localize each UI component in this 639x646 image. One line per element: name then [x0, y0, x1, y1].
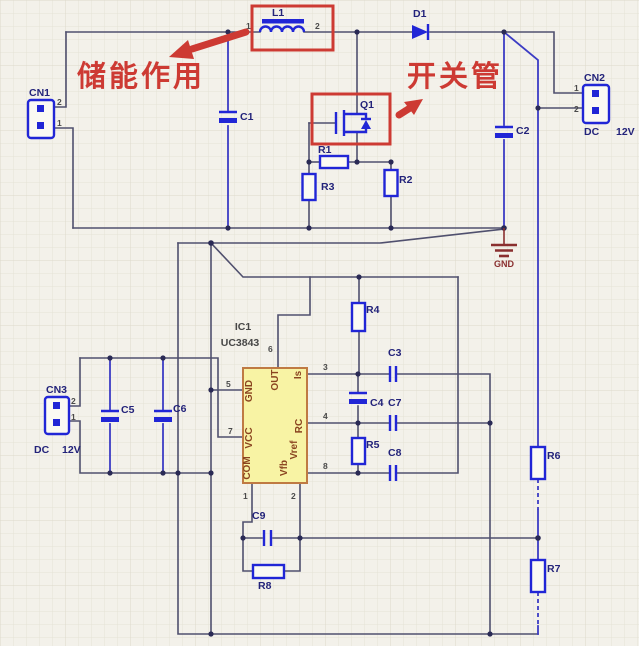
capacitor-C4-ref: C4 — [370, 397, 384, 409]
annotation-energy-storage: 储能作用 — [77, 59, 205, 93]
capacitor-C3-ref: C3 — [388, 347, 402, 359]
ic-pin-7: 7 — [228, 426, 233, 436]
resistor-R2: R2 — [383, 168, 413, 198]
connector-CN1-pin1: 1 — [57, 118, 62, 128]
ic-pin-out-label: OUT — [270, 369, 281, 390]
red-box-Q1 — [310, 92, 392, 146]
resistor-R1-ref: R1 — [318, 144, 332, 156]
connector-CN1: CN1 2 1 — [26, 87, 62, 140]
diode-D1: D1 — [412, 8, 430, 40]
connector-CN3-pin1: 1 — [71, 412, 76, 422]
ic-pin-vfb-label: Vfb — [279, 460, 290, 476]
mosfet-Q1: Q1 — [334, 99, 374, 136]
connector-CN3-pin2: 2 — [71, 396, 76, 406]
ic-uc3843: IC1 UC3843 GND VCC COM OUT Is RC Vref Vf… — [221, 321, 328, 501]
ic-pin-4: 4 — [323, 411, 328, 421]
inductor-L1: L1 1 2 — [246, 7, 320, 33]
capacitor-C6: C6 — [154, 403, 187, 422]
ic-pin-is-label: Is — [293, 370, 304, 379]
ic-part: UC3843 — [221, 337, 260, 349]
red-box-L1 — [250, 4, 335, 52]
ic-pin-vcc-label: VCC — [244, 427, 255, 448]
inductor-L1-pin2: 2 — [315, 21, 320, 31]
blue-wires — [109, 30, 539, 635]
gnd-label: GND — [494, 259, 515, 269]
resistor-R8-ref: R8 — [258, 580, 272, 592]
connector-CN2-pin2: 2 — [574, 104, 579, 114]
capacitor-C1: C1 — [219, 110, 254, 123]
gnd-symbol: GND — [491, 228, 517, 269]
resistor-R4-ref: R4 — [366, 304, 380, 316]
connector-CN2-pin1: 1 — [574, 83, 579, 93]
resistor-R4: R4 — [350, 301, 380, 333]
connector-CN1-ref: CN1 — [29, 87, 50, 99]
red-arrow-energy-storage — [169, 28, 250, 59]
capacitor-C2: C2 — [495, 125, 530, 138]
connector-CN2: CN2 1 2 DC 12V — [574, 72, 635, 138]
resistor-R6-ref: R6 — [547, 450, 561, 462]
ic-pin-1: 1 — [243, 491, 248, 501]
connector-CN3-dc: DC — [34, 444, 50, 456]
ic-pin-5: 5 — [226, 379, 231, 389]
capacitor-C9: C9 — [252, 510, 273, 546]
capacitor-C1-ref: C1 — [240, 111, 254, 123]
capacitor-C9-ref: C9 — [252, 510, 266, 522]
capacitor-C2-ref: C2 — [516, 125, 530, 137]
resistor-R5-ref: R5 — [366, 439, 380, 451]
ic-pin-8: 8 — [323, 461, 328, 471]
resistor-R5: R5 — [350, 436, 380, 466]
annotation-switch-tube: 开关管 — [407, 59, 503, 93]
resistor-R7: R7 — [529, 558, 561, 594]
ic-pin-com-label: COM — [242, 456, 253, 479]
connector-CN2-dc: DC — [584, 126, 600, 138]
ic-pin-6: 6 — [268, 344, 273, 354]
ic-pin-2: 2 — [291, 491, 296, 501]
connector-CN3-voltage: 12V — [62, 444, 81, 456]
red-arrow-switch-tube — [395, 99, 423, 119]
capacitor-C8-ref: C8 — [388, 447, 402, 459]
resistor-R6: R6 — [529, 445, 561, 481]
ic-pin-vref-label: Vref — [289, 440, 300, 460]
connector-CN3: CN3 2 1 DC 12V — [34, 384, 81, 456]
resistor-R3-ref: R3 — [321, 181, 335, 193]
capacitor-C8: C8 — [388, 447, 402, 481]
inductor-L1-pin1: 1 — [246, 21, 251, 31]
ic-ref: IC1 — [235, 321, 252, 333]
connector-CN3-ref: CN3 — [46, 384, 67, 396]
capacitor-C5: C5 — [101, 404, 135, 422]
resistor-R8: R8 — [251, 563, 286, 592]
capacitor-C7-ref: C7 — [388, 397, 402, 409]
inductor-L1-ref: L1 — [272, 7, 284, 19]
capacitor-C7: C7 — [388, 397, 402, 431]
resistor-R7-ref: R7 — [547, 563, 561, 575]
capacitor-C4: C4 — [349, 391, 384, 409]
mosfet-Q1-ref: Q1 — [360, 99, 374, 111]
ic-pin-rc-label: RC — [294, 419, 305, 433]
connector-CN1-pin2: 2 — [57, 97, 62, 107]
ic-pin-gnd-label: GND — [244, 380, 255, 402]
connector-CN2-voltage: 12V — [616, 126, 635, 138]
capacitor-C6-ref: C6 — [173, 403, 187, 415]
ic-pin-3: 3 — [323, 362, 328, 372]
resistor-R2-ref: R2 — [399, 174, 413, 186]
diode-D1-ref: D1 — [413, 8, 427, 20]
wires — [54, 31, 584, 635]
connector-CN2-ref: CN2 — [584, 72, 605, 84]
capacitor-C5-ref: C5 — [121, 404, 135, 416]
capacitor-C3: C3 — [388, 347, 402, 382]
resistor-R1: R1 — [318, 144, 350, 170]
resistor-R3: R3 — [301, 172, 335, 202]
junction-dots — [107, 29, 541, 637]
